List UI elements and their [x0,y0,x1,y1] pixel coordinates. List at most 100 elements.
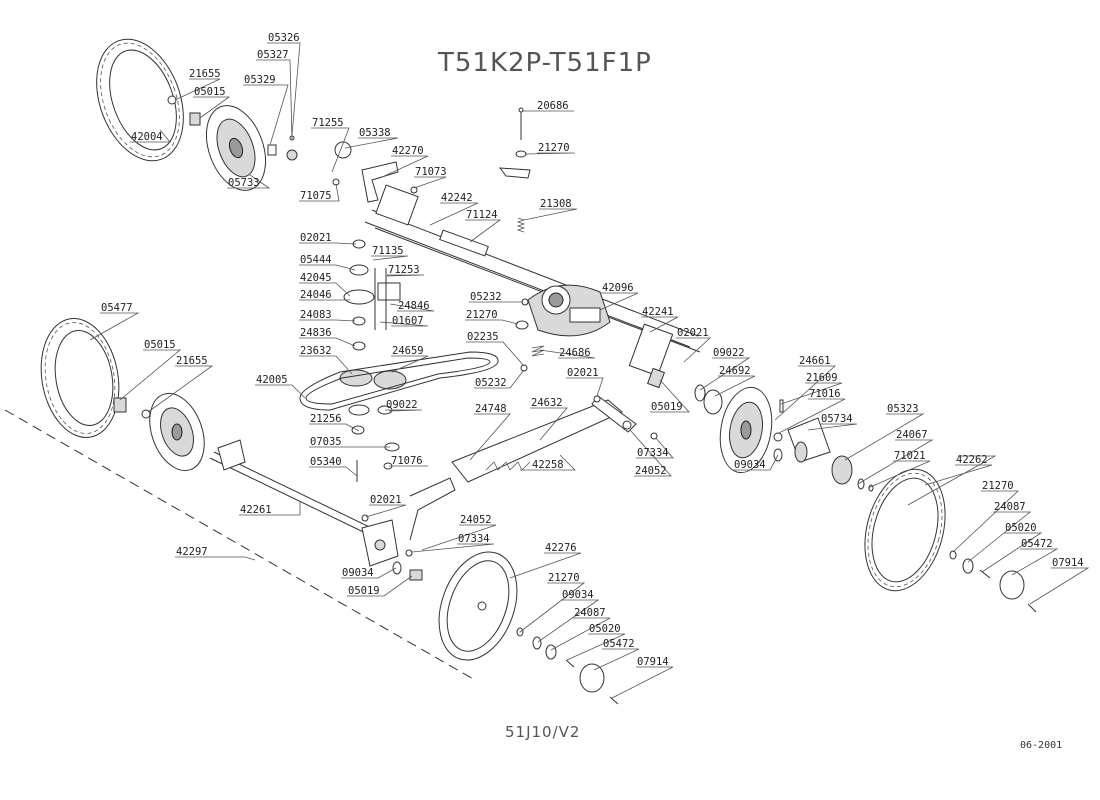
part-label: 07334 [458,533,490,545]
part-label: 42241 [642,306,674,318]
height-lever-42258 [409,395,637,541]
gearbox-42096 [527,284,611,337]
bolt-07334-front [405,549,413,557]
part-label: 09034 [342,567,374,579]
part-label: 07914 [637,656,669,668]
part-label: 42297 [176,546,208,558]
part-label: 05020 [589,623,621,635]
part-label: 71076 [391,455,423,467]
part-label: 42045 [300,272,332,284]
part-label: 24087 [994,501,1026,513]
part-label: 42004 [131,131,163,143]
part-label: 24686 [559,347,591,359]
washer-09034-front [392,561,402,575]
part-label: 05444 [300,254,332,266]
part-label: 42276 [545,542,577,554]
part-label: 24748 [475,403,507,415]
part-label: 21655 [176,355,208,367]
cap-05326 [286,149,298,161]
cap-05472-right [999,570,1025,600]
leader-lines [89,42,1090,699]
part-label: 21308 [540,198,572,210]
spring-21308 [516,217,526,233]
part-label: 05015 [144,339,176,351]
part-label: 42261 [240,504,272,516]
part-label: 20686 [537,100,569,112]
part-label: 02021 [300,232,332,244]
clip-71016 [773,432,783,442]
seal-24692 [703,389,723,415]
screw-07914-right [1027,603,1037,613]
part-label: 24046 [300,289,332,301]
wheel-rear-left [96,38,184,162]
bush-05019-right [646,367,666,389]
washer-21270-right [949,550,957,560]
part-label: 05338 [359,127,391,139]
part-label: 71135 [372,245,404,257]
pin-21609 [779,399,784,413]
wheel-front-right-42276 [438,551,518,661]
part-label: 05733 [228,177,260,189]
part-label: 24087 [574,607,606,619]
washer-24087-front [545,644,557,660]
washer-05329 [267,144,277,156]
part-label: 05327 [257,49,289,61]
wheel-front-left-05477 [40,318,120,438]
cap-05472-front [579,663,605,693]
part-label: 05232 [470,291,502,303]
part-label: 05015 [194,86,226,98]
part-label: 24067 [896,429,928,441]
part-label: 42270 [392,145,424,157]
drawing-date: 06-2001 [1020,740,1062,751]
drawing-reference: 51J10/V2 [505,723,580,741]
part-label: 07914 [1052,557,1084,569]
part-label: 24052 [460,514,492,526]
part-label: 24632 [531,397,563,409]
washer-21655 [167,95,177,105]
part-label: 05340 [310,456,342,468]
part-label: 71075 [300,190,332,202]
part-label: 05472 [603,638,635,650]
part-label: 24052 [635,465,667,477]
part-label: 21270 [982,480,1014,492]
bracket-21270 [498,167,531,179]
part-label: 42005 [256,374,288,386]
bush-05015-front [113,397,127,413]
diagram-title: T51K2P-T51F1P [437,48,652,78]
part-label: 07035 [310,436,342,448]
part-label: 05472 [1021,538,1053,550]
part-label: 71073 [415,166,447,178]
part-label: 21609 [806,372,838,384]
screw-05020-front [565,659,575,668]
part-label: 23632 [300,345,332,357]
bolt-07334 [650,432,658,440]
wheel-hub-rear-left [206,105,266,191]
part-label: 71253 [388,264,420,276]
part-label: 02021 [567,367,599,379]
part-label: 21270 [538,142,570,154]
part-label: 42262 [956,454,988,466]
washer-09034-front-right [532,636,542,650]
part-labels: 05326 05327 21655 05329 05015 42004 0573… [101,32,1084,668]
spring-24686 [531,345,545,357]
nut-71073 [410,186,418,194]
part-label: 21270 [548,572,580,584]
part-label: 71021 [894,450,926,462]
wheel-hub-front-left [149,392,205,472]
drive-pulley-24661 [719,386,773,474]
nut-05232-lower [520,364,528,372]
bush-05015 [189,112,201,126]
part-label: 05329 [244,74,276,86]
part-label: 09034 [562,589,594,601]
part-label: 05019 [348,585,380,597]
part-label: 21256 [310,413,342,425]
bracket-42241 [628,323,674,377]
part-label: 05477 [101,302,133,314]
washer-21270-top [515,150,527,158]
part-label: 01607 [392,315,424,327]
part-label: 24836 [300,327,332,339]
bush-05019-front [409,569,423,581]
screw-07914-front [609,696,619,705]
part-label: 42258 [532,459,564,471]
